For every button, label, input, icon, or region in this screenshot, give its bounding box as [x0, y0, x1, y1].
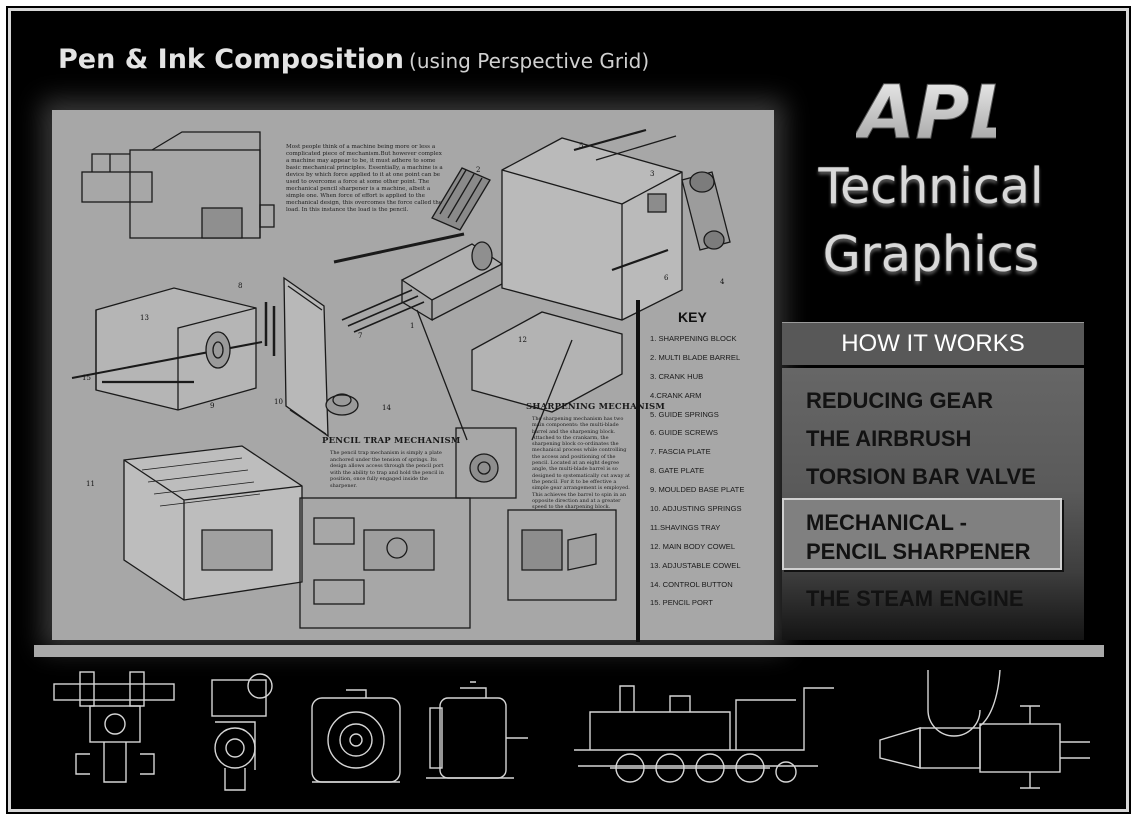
key-item: 3. CRANK HUB: [650, 371, 704, 381]
pencil-trap-caption: PENCIL TRAP MECHANISM: [322, 436, 461, 446]
menu-item-airbrush[interactable]: THE AIRBRUSH: [806, 426, 972, 451]
airbrush-motor-drawing[interactable]: [311, 681, 528, 783]
menu-item-label: PENCIL SHARPENER: [806, 539, 1031, 564]
intro-paragraph: Most people think of a machine being mor…: [286, 144, 443, 213]
sharpening-caption: SHARPENING MECHANISM: [526, 402, 666, 412]
menu-item-label: MECHANICAL -: [806, 510, 967, 535]
key-item: 15. PENCIL PORT: [650, 598, 713, 608]
key-item: 2. MULTI BLADE BARREL: [650, 352, 741, 362]
callout-10: 10: [274, 398, 283, 406]
sharpening-text: The sharpening mechanism has two main co…: [532, 416, 631, 511]
callout-4: 4: [720, 278, 725, 286]
key-item: 12. MAIN BODY COWEL: [650, 541, 736, 551]
key-item: 1. SHARPENING BLOCK: [650, 334, 737, 343]
reducing-gear-drawing[interactable]: [53, 671, 273, 791]
page-title: Pen & Ink Composition (using Perspective…: [58, 44, 650, 75]
key-item: 9. MOULDED BASE PLATE: [650, 485, 745, 495]
menu-item-pencil-sharpener[interactable]: MECHANICAL - PENCIL SHARPENER: [782, 498, 1062, 570]
callout-2: 2: [476, 166, 481, 174]
callout-9: 9: [210, 402, 215, 410]
key-title: KEY: [678, 309, 707, 325]
key-item: 6. GUIDE SCREWS: [650, 428, 718, 438]
logo-line-graphics: Graphics: [822, 226, 1040, 283]
callout-7: 7: [358, 332, 363, 340]
key-divider: [636, 300, 640, 642]
callout-14: 14: [382, 404, 391, 412]
exploded-view-drawing: [71, 128, 731, 629]
callout-6: 6: [664, 274, 669, 282]
logo-line-technical: Technical: [818, 158, 1044, 215]
apl-logo: APL: [856, 70, 996, 149]
divider-bar: [34, 645, 1104, 657]
apl-logo-text: APL: [856, 70, 996, 148]
menu-item-steam-engine[interactable]: THE STEAM ENGINE: [806, 586, 1024, 611]
callout-3: 3: [650, 170, 655, 178]
key-item: 11.SHAVINGS TRAY: [650, 522, 721, 532]
key-item: 8. GATE PLATE: [650, 466, 705, 476]
key-list: 1. SHARPENING BLOCK 2. MULTI BLADE BARRE…: [650, 334, 744, 617]
callout-12: 12: [518, 336, 527, 344]
footer-thumbnails: [53, 669, 1090, 791]
steam-engine-drawing[interactable]: [574, 685, 834, 783]
menu-item-torsion-bar-valve[interactable]: TORSION BAR VALVE: [806, 464, 1036, 489]
key-item: 4.CRANK ARM: [650, 390, 702, 400]
callout-5: 5: [579, 142, 584, 150]
key-item: 5. GUIDE SPRINGS: [650, 409, 719, 419]
menu-item-reducing-gear[interactable]: REDUCING GEAR: [806, 388, 994, 413]
callout-13: 13: [140, 314, 149, 322]
callout-11: 11: [86, 480, 95, 488]
key-item: 13. ADJUSTABLE COWEL: [650, 560, 741, 570]
key-item: 7. FASCIA PLATE: [650, 447, 711, 457]
callout-8: 8: [238, 282, 243, 290]
key-item: 10. ADJUSTING SPRINGS: [650, 504, 742, 514]
torsion-valve-drawing[interactable]: [879, 669, 1090, 789]
callout-15: 15: [82, 374, 91, 382]
key-item: 14. CONTROL BUTTON: [650, 579, 733, 589]
callout-1: 1: [410, 322, 415, 330]
pencil-trap-text: The pencil trap mechanism is simply a pl…: [330, 450, 444, 489]
pencil-sharpener-poster: Most people think of a machine being mor…: [52, 110, 774, 640]
how-it-works-heading: HOW IT WORKS: [782, 322, 1084, 365]
